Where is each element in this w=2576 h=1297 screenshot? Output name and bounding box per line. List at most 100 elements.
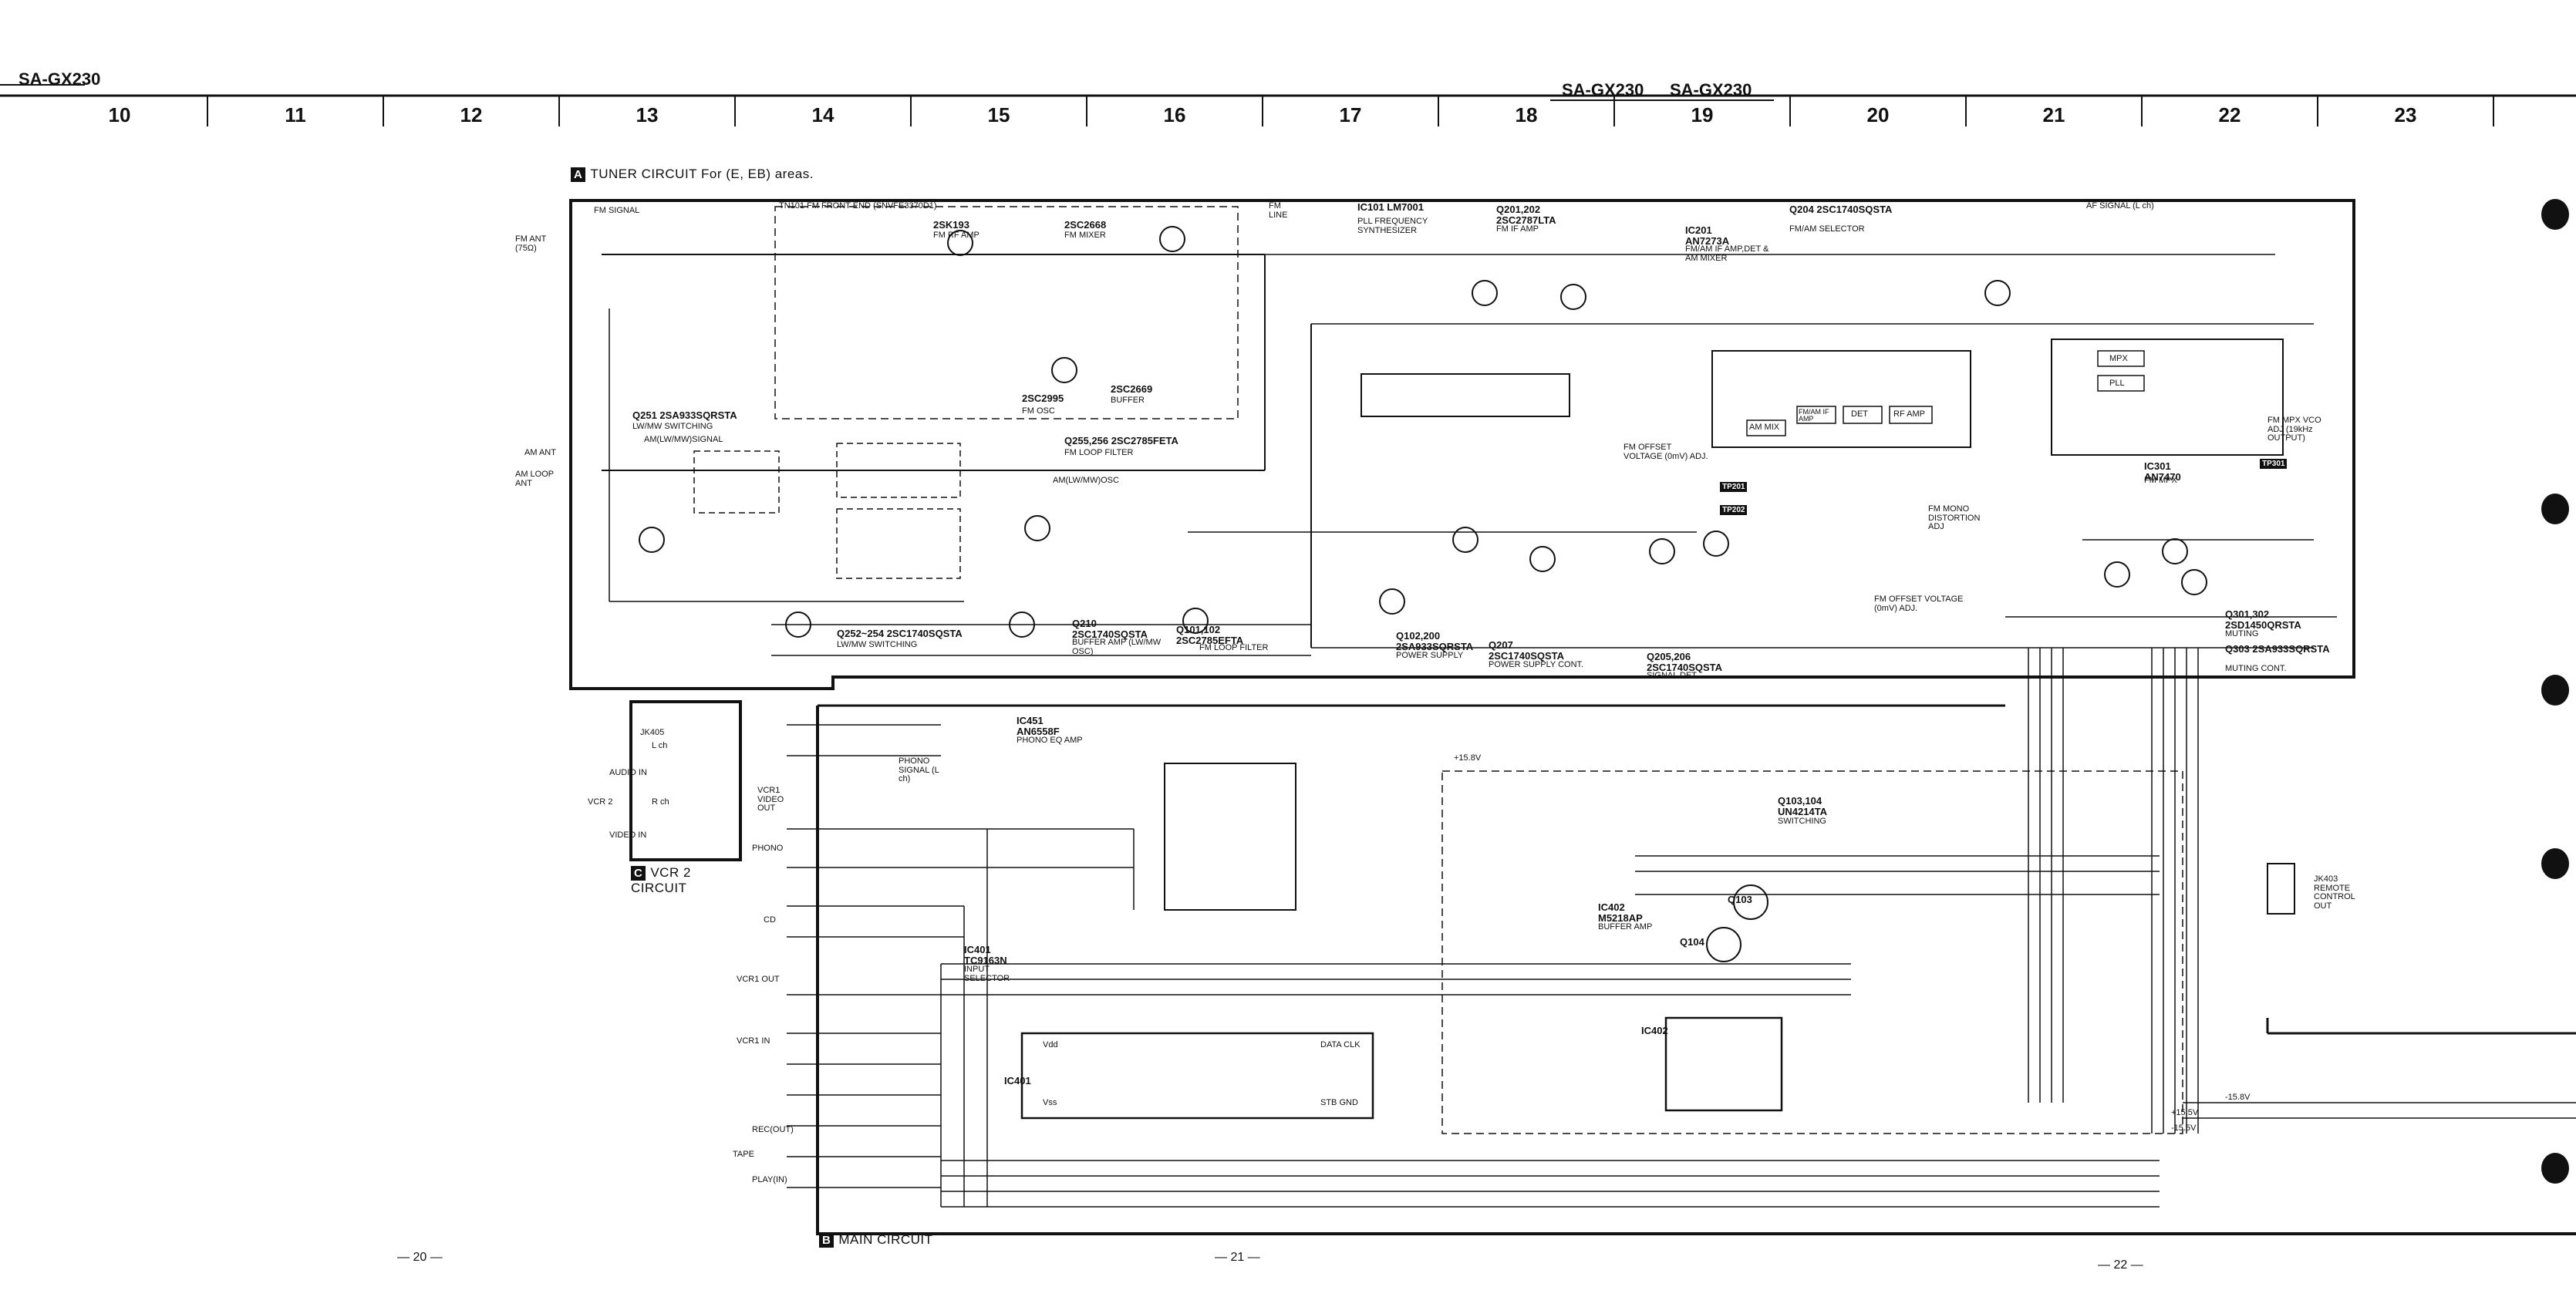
test-point-tp201: TP201	[1720, 482, 1748, 492]
punch-hole	[2541, 199, 2569, 230]
model-label-right-2: SA-GX230	[1670, 80, 1752, 99]
label-fm-ant: FM ANT (75Ω)	[515, 234, 547, 253]
label-pll-block: PLL	[2109, 379, 2125, 388]
ruler-number: 15	[987, 103, 1010, 126]
label-buffer: BUFFER	[1111, 396, 1145, 405]
label-fm-mixer: FM MIXER	[1064, 231, 1106, 240]
label-q210: Q210 2SC1740SQSTA	[1072, 618, 1148, 640]
label-fm-mpx: FM MPX	[2144, 476, 2177, 485]
label-jk403: JK403 REMOTE CONTROL OUT	[2314, 874, 2355, 911]
label-q303: Q303 2SA933SQRSTA	[2225, 643, 2330, 655]
label-2sk193: 2SK193	[933, 219, 969, 231]
label-phono: PHONO	[752, 844, 784, 853]
label-pll: PLL FREQUENCY SYNTHESIZER	[1357, 217, 1428, 235]
label-l-ch-vcr2: L ch	[652, 741, 668, 750]
label-rf-amp-block: RF AMP	[1893, 409, 1925, 419]
punch-hole	[2541, 1153, 2569, 1184]
page-number-left: — 20 —	[397, 1251, 443, 1264]
label-switching: SWITCHING	[1778, 817, 1826, 826]
label-ic101: IC101 LM7001	[1357, 201, 1424, 213]
label-tape-rec: REC(OUT)	[752, 1125, 794, 1134]
label-fm-line: FM LINE	[1269, 201, 1288, 220]
ruler-number: 17	[1339, 103, 1362, 126]
test-point-tp301: TP301	[2260, 459, 2288, 469]
label-q205-206: Q205,206 2SC1740SQSTA	[1647, 651, 1723, 673]
label-muting-cont: MUTING CONT.	[2225, 664, 2287, 673]
label-q204: Q204 2SC1740SQSTA	[1789, 204, 1893, 215]
label-phono-signal: PHONO SIGNAL (L ch)	[899, 756, 939, 784]
ruler-number: 13	[636, 103, 659, 126]
section-title-text: TUNER CIRCUIT For (E, EB) areas.	[590, 167, 814, 181]
label-fm-loop-filter-2: FM LOOP FILTER	[1199, 643, 1269, 652]
label-q207: Q207 2SC1740SQSTA	[1489, 639, 1565, 662]
label-ic402-body: IC402	[1641, 1025, 1668, 1036]
label-vss: Vss	[1043, 1098, 1057, 1107]
label-buffer-amp: BUFFER AMP (LW/MW OSC)	[1072, 638, 1162, 656]
label-rail-neg: -15.8V	[2225, 1093, 2251, 1102]
label-rail-pos2: +15.5V	[2171, 1108, 2199, 1117]
label-am-mix-block: AM MIX	[1749, 423, 1780, 432]
section-letter: A	[571, 167, 586, 182]
label-video-in: VIDEO IN	[609, 830, 647, 840]
label-lw-mw-switching-2: LW/MW SWITCHING	[837, 640, 918, 649]
ruler-number: 20	[1866, 103, 1890, 126]
label-vcr2: VCR 2	[588, 797, 613, 807]
label-input-selector: INPUT SELECTOR	[964, 965, 1010, 983]
tuner-section-title: A TUNER CIRCUIT For (E, EB) areas.	[571, 167, 814, 182]
page-number-center: — 21 —	[1215, 1251, 1260, 1264]
label-ic201-desc: FM/AM IF AMP,DET & AM MIXER	[1685, 244, 1769, 263]
ruler-number: 22	[2218, 103, 2241, 126]
page-number-right: — 22 —	[2098, 1258, 2143, 1272]
label-jk405: JK405	[640, 728, 665, 737]
label-ic402: IC402 M5218AP	[1598, 901, 1643, 924]
ruler-number: 10	[108, 103, 131, 126]
label-fm-offset-2: FM OFFSET VOLTAGE (0mV) ADJ.	[1874, 595, 1964, 613]
label-power-supply: POWER SUPPLY	[1396, 651, 1464, 660]
ruler-number: 18	[1515, 103, 1538, 126]
label-2sc2995: 2SC2995	[1022, 392, 1064, 404]
label-vcr1-in: VCR1 IN	[737, 1036, 770, 1046]
label-ic401-body: IC401	[1004, 1075, 1031, 1086]
label-audio-in: AUDIO IN	[609, 768, 647, 777]
punch-hole	[2541, 494, 2569, 524]
label-q252-254: Q252~254 2SC1740SQSTA	[837, 628, 963, 639]
section-letter: B	[819, 1233, 835, 1248]
label-tape-play: PLAY(IN)	[752, 1175, 787, 1184]
section-title-text: VCR 2 CIRCUIT	[631, 865, 691, 895]
label-vdd: Vdd	[1043, 1040, 1058, 1049]
label-q201-202: Q201,202 2SC2787LTA	[1496, 204, 1556, 226]
label-q101-102: Q101,102 2SC2785EFTA	[1176, 624, 1244, 646]
ruler-number: 19	[1691, 103, 1714, 126]
ruler-number: 12	[460, 103, 483, 126]
label-q102-200: Q102,200 2SA933SQRSTA	[1396, 630, 1474, 652]
label-ic301: IC301 AN7470	[2144, 460, 2181, 483]
ruler-number: 14	[811, 103, 835, 126]
punch-hole	[2541, 675, 2569, 706]
label-fm-offset: FM OFFSET VOLTAGE (0mV) ADJ.	[1623, 443, 1708, 461]
label-rail-pos: +15.8V	[1454, 753, 1482, 763]
label-data-clk: DATA CLK	[1320, 1040, 1360, 1049]
label-fm-am-selector: FM/AM SELECTOR	[1789, 224, 1865, 234]
label-r-ch-vcr2: R ch	[652, 797, 669, 807]
label-q301-302: Q301,302 2SD1450QRSTA	[2225, 608, 2301, 631]
label-q103-104: Q103,104 UN4214TA	[1778, 795, 1828, 817]
model-label-right-1: SA-GX230	[1562, 80, 1644, 99]
label-af-signal: AF SIGNAL (L ch)	[2086, 201, 2154, 211]
label-2sc2669: 2SC2669	[1111, 383, 1153, 395]
label-fm-loop-filter: FM LOOP FILTER	[1064, 448, 1134, 457]
ruler-number: 23	[2394, 103, 2417, 126]
label-q103: Q103	[1728, 894, 1752, 905]
label-det-block: DET	[1851, 409, 1868, 419]
label-ic401: IC401 TC9163N	[964, 944, 1007, 966]
section-letter: C	[631, 866, 646, 881]
label-power-supply-cont: POWER SUPPLY CONT.	[1489, 660, 1584, 669]
label-rail-neg2: -15.5V	[2171, 1124, 2197, 1133]
label-vcr1-video-out: VCR1 VIDEO OUT	[757, 786, 784, 814]
label-fm-signal: FM SIGNAL	[594, 206, 640, 215]
label-am-osc: AM(LW/MW)OSC	[1053, 476, 1119, 485]
label-q104: Q104	[1680, 936, 1704, 948]
label-signal-det: SIGNAL DET.	[1647, 671, 1698, 680]
